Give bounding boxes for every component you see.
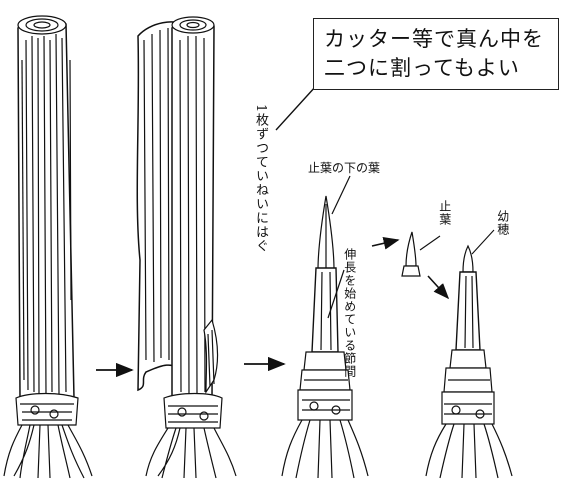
callout-box: カッター等で真ん中を 二つに割ってもよい	[313, 18, 559, 90]
leader-panicle	[471, 229, 495, 255]
leader-flag-leaf	[419, 235, 441, 251]
label-peel-instruction: 1枚ずつていねいにはぐ	[252, 104, 268, 254]
stem-whole	[3, 15, 93, 479]
label-flag-leaf: 止葉	[437, 200, 452, 226]
arrow-3	[371, 237, 400, 250]
callout-leader	[275, 85, 317, 131]
callout-line-1: カッター等で真ん中を	[324, 27, 544, 51]
label-elongating-internode: 伸長を始めている節間	[342, 248, 357, 378]
stem-exposed	[281, 195, 369, 479]
label-flag-leaf-sheath: 止葉の下の葉	[308, 161, 381, 175]
flag-leaf-detached	[401, 231, 421, 277]
label-young-panicle: 幼穂	[495, 210, 510, 236]
callout-line-2: 二つに割ってもよい	[324, 56, 520, 80]
stem-panicle	[425, 244, 513, 479]
leader-flag-sheath	[331, 175, 351, 215]
stem-peeling	[136, 16, 237, 479]
leader-internode	[327, 269, 345, 319]
arrow-4	[427, 275, 450, 300]
